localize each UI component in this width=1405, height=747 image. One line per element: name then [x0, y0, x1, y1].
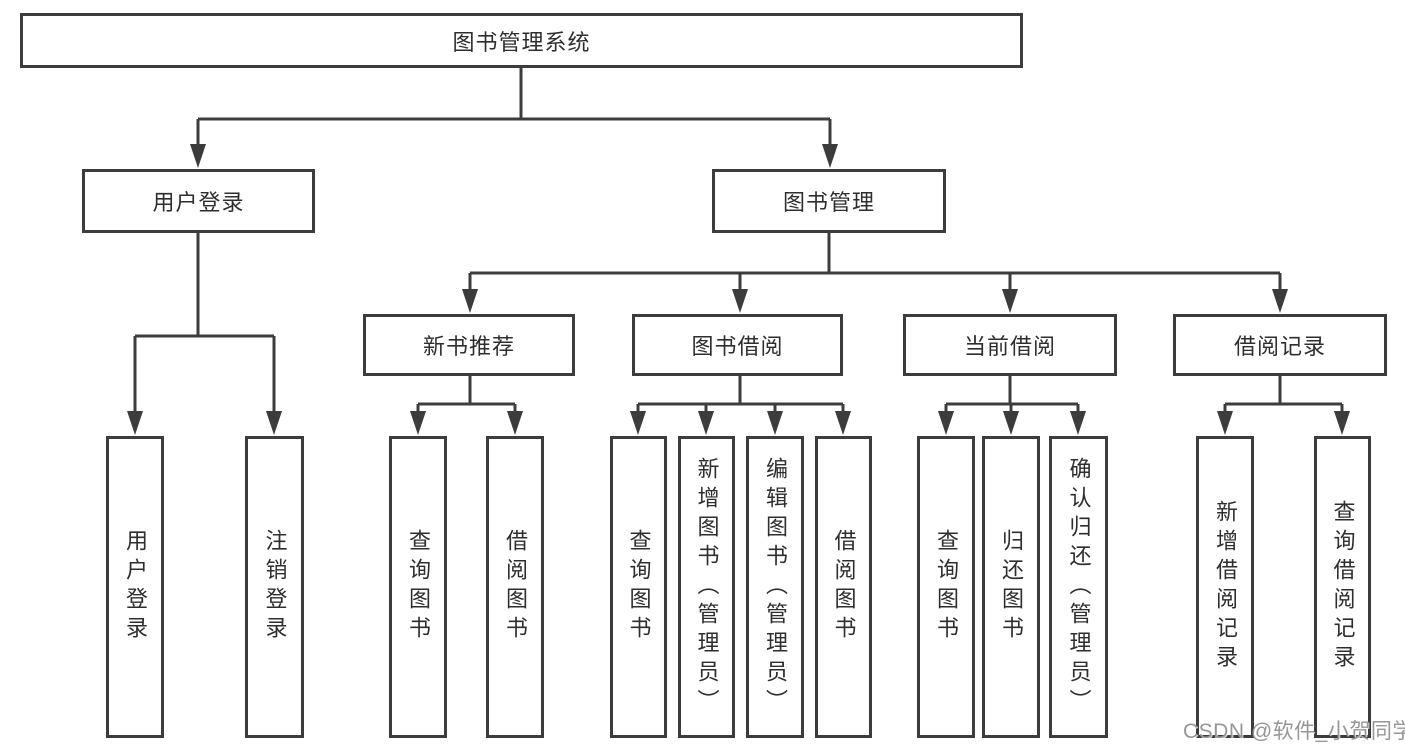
node-book-borrow: 图书借阅: [632, 314, 843, 376]
node-leaf-logout: 注销登录: [245, 436, 304, 738]
node-label: 注销登录: [262, 529, 288, 645]
node-label: 新增图书（管理员）: [694, 456, 720, 718]
node-leaf-bb-add-books-admin: 新增图书（管理员）: [678, 436, 735, 738]
node-book-mgmt: 图书管理: [712, 169, 946, 233]
node-user-login: 用户登录: [82, 169, 315, 233]
node-label: 查询借阅记录: [1330, 500, 1356, 674]
node-label: 新增借阅记录: [1213, 500, 1238, 674]
connector-root-to-level2: [190, 68, 838, 168]
node-label: 借阅图书: [831, 529, 857, 645]
node-leaf-cb-query-books: 查询图书: [917, 436, 975, 738]
node-label: 查询图书: [934, 529, 959, 645]
node-leaf-bb-edit-books-admin: 编辑图书（管理员）: [746, 436, 804, 738]
node-label: 确认归还（管理员）: [1066, 456, 1092, 718]
node-label: 图书借阅: [691, 334, 784, 359]
node-root-label: 图书管理系统: [452, 29, 591, 55]
node-label: 当前借阅: [963, 334, 1056, 359]
connector-new-book-rec-to-leaves: [410, 376, 523, 435]
node-label: 新书推荐: [422, 334, 515, 359]
node-leaf-bb-query-books: 查询图书: [610, 436, 667, 738]
node-leaf-user-login: 用户登录: [106, 436, 164, 738]
node-root: 图书管理系统: [20, 13, 1023, 68]
connector-book-borrow-to-leaves: [630, 376, 851, 435]
node-leaf-br-add-record: 新增借阅记录: [1196, 436, 1254, 738]
node-label: 归还图书: [999, 529, 1024, 645]
node-label: 查询图书: [626, 529, 652, 645]
node-leaf-br-query-record: 查询借阅记录: [1314, 436, 1371, 738]
node-leaf-cb-confirm-return-admin: 确认归还（管理员）: [1049, 436, 1108, 738]
node-label: 用户登录: [152, 190, 245, 215]
node-label: 借阅图书: [503, 529, 528, 645]
node-label: 借阅记录: [1233, 334, 1326, 359]
connector-book-mgmt-to-level3: [462, 233, 1288, 313]
node-borrow-records: 借阅记录: [1173, 314, 1387, 376]
node-leaf-rec-query-books: 查询图书: [389, 436, 447, 738]
csdn-watermark: CSDN @软件_小贺同学: [1183, 720, 1405, 743]
node-new-book-rec: 新书推荐: [363, 314, 575, 376]
node-label: 用户登录: [123, 529, 148, 645]
node-leaf-rec-borrow-books: 借阅图书: [486, 436, 544, 738]
connector-current-borrow-to-leaves: [938, 376, 1086, 435]
connector-borrow-records-to-leaves: [1217, 376, 1350, 435]
node-leaf-cb-return-books: 归还图书: [982, 436, 1040, 738]
node-label: 图书管理: [782, 190, 875, 215]
node-current-borrow: 当前借阅: [903, 314, 1117, 376]
node-label: 查询图书: [406, 529, 431, 645]
node-leaf-bb-borrow-books: 借阅图书: [815, 436, 872, 738]
node-label: 编辑图书（管理员）: [763, 456, 788, 718]
connector-user-login-to-leaves: [127, 233, 282, 435]
